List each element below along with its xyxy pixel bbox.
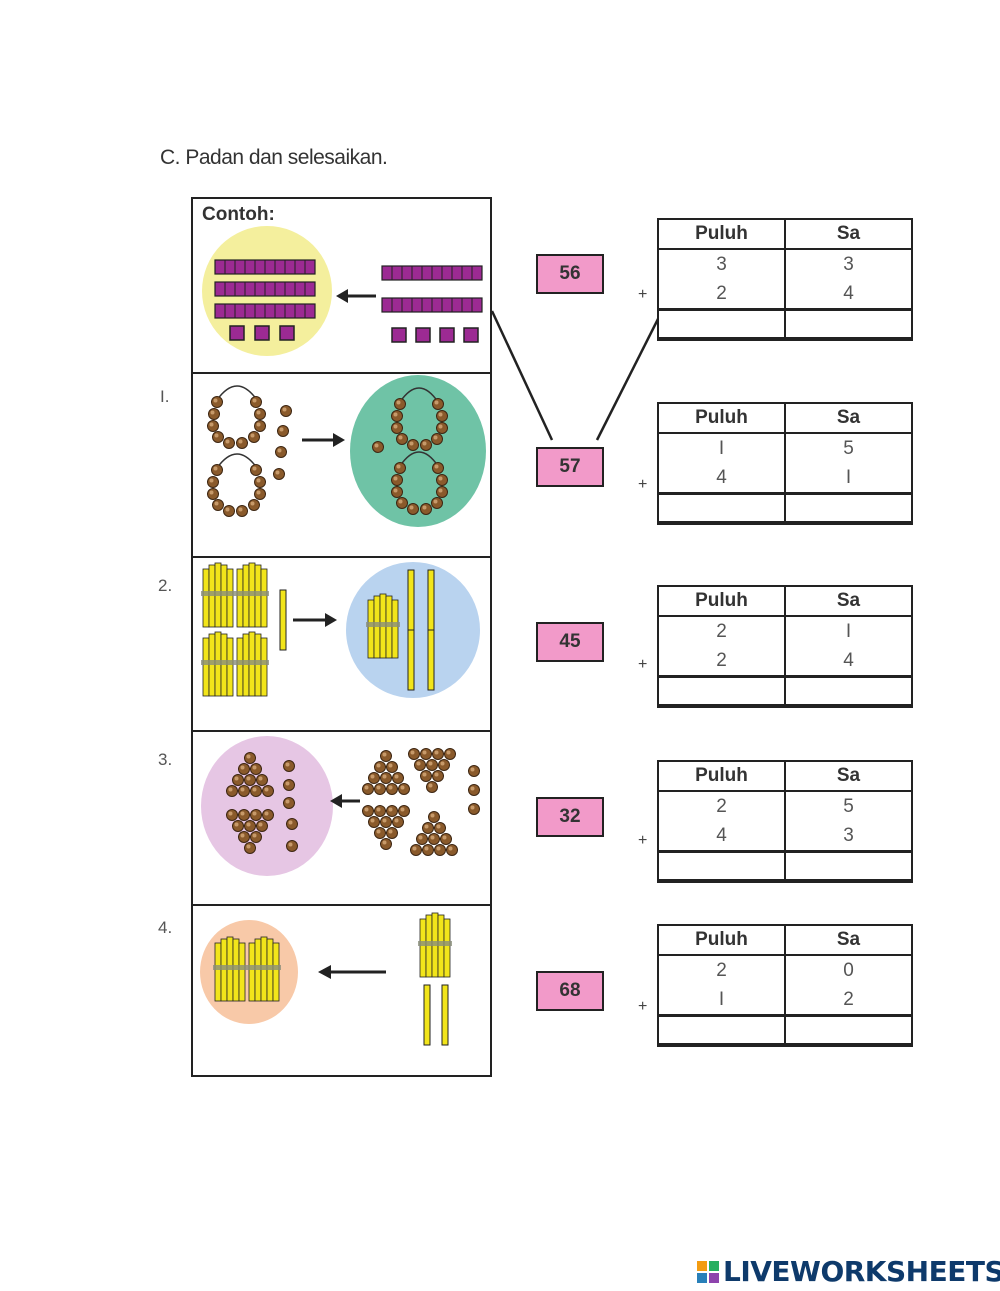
logo-icon [697, 1260, 719, 1283]
answer-cell-tens [657, 675, 788, 708]
digit-tens: 2 [657, 279, 786, 310]
bead-strings-right [372, 387, 448, 515]
plus-sign: + [638, 656, 648, 673]
header-puluh: Puluh [657, 402, 786, 434]
answer-input-tens[interactable] [659, 494, 788, 522]
answer-cell-ones [784, 675, 915, 708]
digit-tens: 4 [657, 463, 786, 494]
number-box-45[interactable]: 45 [536, 622, 604, 662]
answer-input-tens[interactable] [659, 310, 788, 338]
digit-ones: 0 [784, 954, 913, 985]
digit-ones: 4 [784, 279, 913, 310]
digit-tens: 2 [657, 615, 786, 646]
plus-sign: + [638, 832, 648, 849]
digit-tens: 4 [657, 821, 786, 852]
answer-input-ones[interactable] [786, 310, 915, 338]
header-puluh: Puluh [657, 218, 786, 250]
answer-input-tens[interactable] [659, 1016, 788, 1044]
header-sa: Sa [784, 760, 913, 792]
header-puluh: Puluh [657, 924, 786, 956]
row-divider [193, 556, 490, 558]
bead-triangles-right [362, 748, 480, 856]
digit-tens: 2 [657, 954, 786, 985]
plus-sign: + [638, 998, 648, 1015]
header-sa: Sa [784, 402, 913, 434]
number-box-57[interactable]: 57 [536, 447, 604, 487]
digit-ones: I [784, 615, 913, 646]
match-line [490, 310, 554, 441]
question-number-2: 2. [158, 576, 173, 595]
answer-input-tens[interactable] [659, 852, 788, 880]
digit-ones: 2 [784, 985, 913, 1016]
digit-tens: I [657, 432, 786, 463]
digit-ones: I [784, 463, 913, 494]
digit-ones: 5 [784, 790, 913, 821]
digit-tens: 2 [657, 646, 786, 677]
digit-ones: 3 [784, 248, 913, 279]
header-puluh: Puluh [657, 585, 786, 617]
header-sa: Sa [784, 585, 913, 617]
answer-input-ones[interactable] [786, 852, 915, 880]
question-number-4: 4. [158, 918, 173, 937]
plus-sign: + [638, 476, 648, 493]
header-puluh: Puluh [657, 760, 786, 792]
header-sa: Sa [784, 924, 913, 956]
number-box-56[interactable]: 56 [536, 254, 604, 294]
row-divider [193, 372, 490, 374]
row-divider [193, 730, 490, 732]
answer-input-tens[interactable] [659, 677, 788, 705]
match-line [595, 316, 661, 441]
number-box-68[interactable]: 68 [536, 971, 604, 1011]
digit-ones: 4 [784, 646, 913, 677]
answer-cell-tens [657, 308, 788, 341]
answer-cell-ones [784, 308, 915, 341]
row-divider [193, 904, 490, 906]
bead-strings-left [207, 385, 292, 517]
answer-cell-tens [657, 492, 788, 525]
digit-ones: 5 [784, 432, 913, 463]
answer-cell-tens [657, 850, 788, 883]
digit-tens: 3 [657, 248, 786, 279]
number-box-32[interactable]: 32 [536, 797, 604, 837]
logo-text: LIVEWORKSHEETS [723, 1255, 1000, 1288]
question-number-3: 3. [158, 750, 173, 769]
liveworksheets-logo: LIVEWORKSHEETS [697, 1255, 1000, 1288]
digit-ones: 3 [784, 821, 913, 852]
answer-cell-tens [657, 1014, 788, 1047]
answer-cell-ones [784, 850, 915, 883]
header-sa: Sa [784, 218, 913, 250]
answer-input-ones[interactable] [786, 494, 915, 522]
answer-cell-ones [784, 1014, 915, 1047]
example-label: Contoh: [202, 204, 275, 225]
digit-tens: I [657, 985, 786, 1016]
answer-cell-ones [784, 492, 915, 525]
answer-input-ones[interactable] [786, 1016, 915, 1044]
digit-tens: 2 [657, 790, 786, 821]
answer-input-ones[interactable] [786, 677, 915, 705]
page-title: C. Padan dan selesaikan. [160, 146, 388, 169]
question-number-1: I. [160, 387, 170, 406]
illustration-panel: Contoh: [191, 197, 492, 1077]
plus-sign: + [638, 286, 648, 303]
